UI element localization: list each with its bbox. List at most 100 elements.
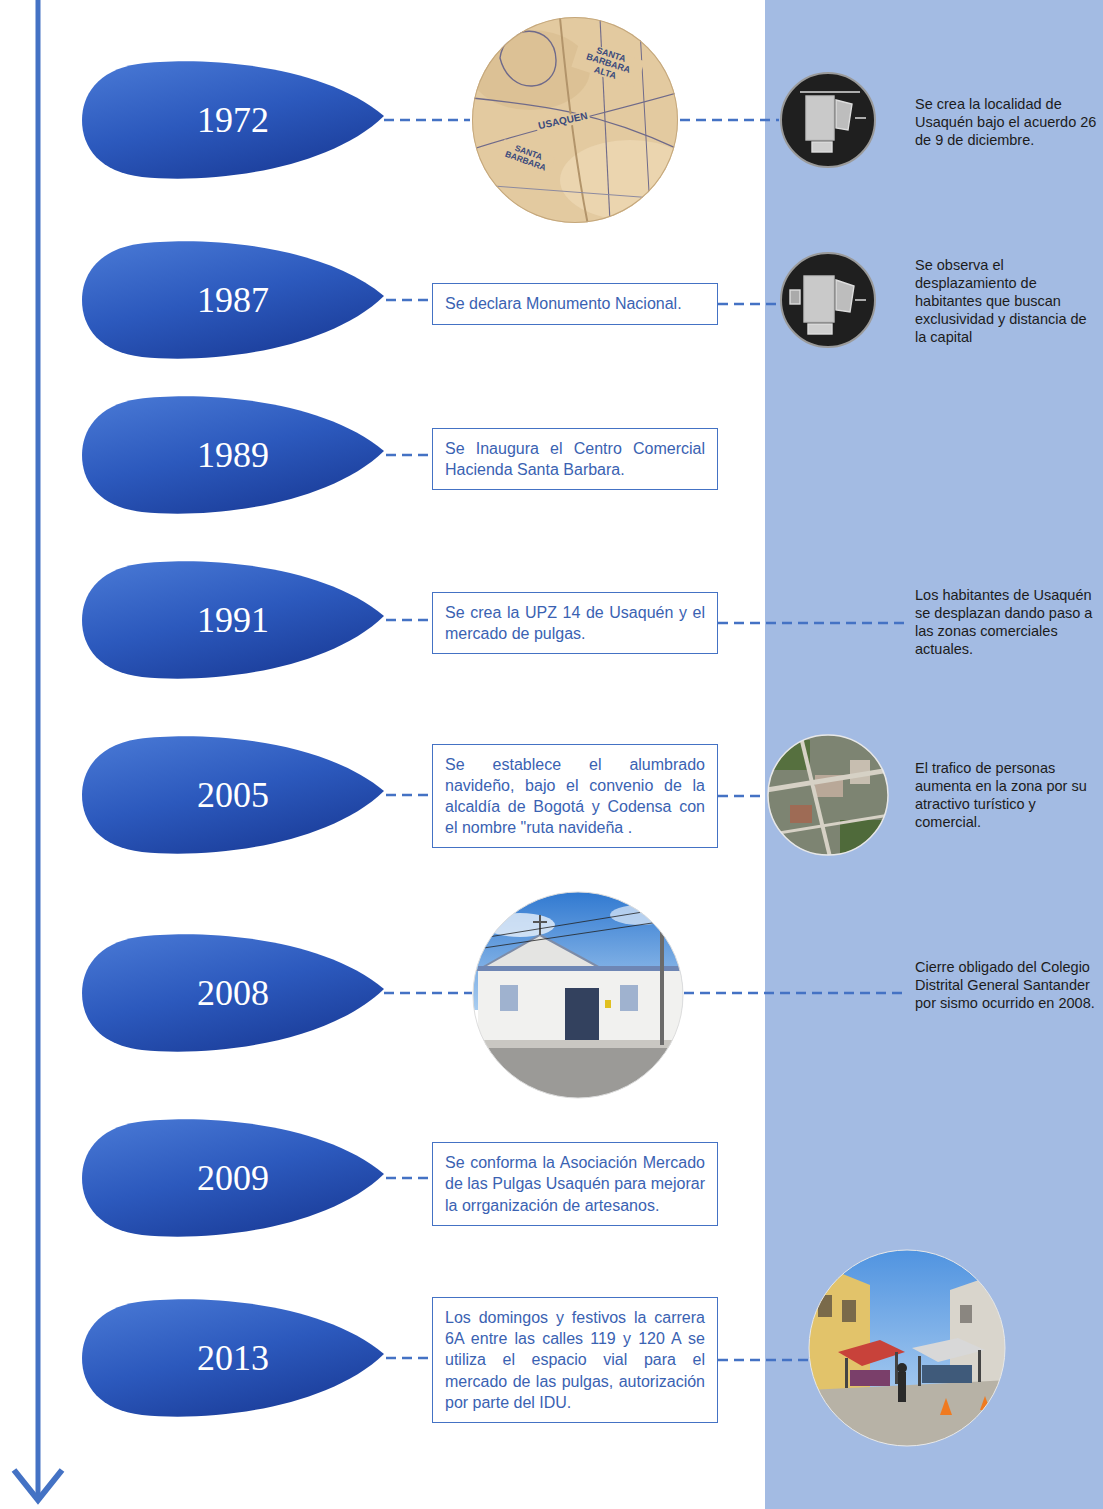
school-photo-part-part	[478, 935, 604, 970]
aerial-photo-part	[766, 733, 890, 857]
school-photo-part-part	[533, 921, 547, 923]
year-label: 2008	[197, 972, 269, 1014]
side-panel	[765, 0, 1103, 1509]
year-drop-shape	[82, 58, 384, 182]
school-photo-part-part	[478, 968, 688, 1048]
year-drop: 1989	[82, 393, 384, 517]
aerial-photo-part-part	[766, 770, 890, 790]
dashed-connector	[386, 794, 432, 797]
dark-plan-1976-part-part	[806, 96, 834, 140]
year-label: 1987	[197, 279, 269, 321]
dashed-connector	[386, 1357, 432, 1360]
flea-market-photo-part	[808, 1248, 1008, 1448]
school-photo-part-part	[470, 905, 686, 940]
year-label: 2009	[197, 1157, 269, 1199]
dark-plan-1988-part-part	[808, 324, 832, 334]
dark-plan-1976-part-part	[800, 91, 860, 92]
school-photo	[470, 890, 688, 1104]
year-drop-shape	[82, 238, 384, 362]
event-text: Se crea la UPZ 14 de Usaquén y el mercad…	[445, 602, 705, 644]
event-text: Se declara Monumento Nacional.	[445, 293, 705, 314]
old-map-photo-part	[560, 18, 588, 225]
dashed-leaders-part	[384, 992, 472, 995]
event-box: Se establece el alumbrado navideño, bajo…	[432, 744, 718, 848]
old-map-photo-part	[500, 31, 556, 86]
dashed-leaders-part	[680, 119, 779, 122]
year-drop: 1972	[82, 58, 384, 182]
aerial-photo-part-part	[766, 733, 890, 857]
map-label: SANTA BARBARA ALTA	[571, 40, 644, 88]
flea-market-photo-part-part	[850, 1370, 890, 1386]
event-note: Los habitantes de Usaquén se desplazan d…	[915, 586, 1098, 659]
school-photo-part-part	[660, 930, 664, 1045]
dashed-connector	[386, 1177, 432, 1180]
old-map-photo-part	[600, 18, 610, 222]
old-map-photo-part	[470, 30, 590, 110]
school-photo-part-part	[500, 985, 518, 1011]
flea-market-photo-part-part	[960, 1305, 972, 1323]
year-label: 1991	[197, 599, 269, 641]
old-map-photo-part	[472, 98, 680, 150]
time-arrow-part	[14, 1470, 62, 1500]
aerial-photo-part-part	[790, 805, 812, 823]
event-box: Se conforma la Asociación Mercado de las…	[432, 1142, 718, 1225]
flea-market-photo-part-part	[808, 1248, 1008, 1448]
event-box: Los domingos y festivos la carrera 6A en…	[432, 1297, 718, 1423]
dashed-leaders-part	[384, 119, 470, 122]
flea-market-photo-part-part	[808, 1380, 1008, 1448]
dashed-leaders-part	[684, 992, 906, 995]
school-photo-part-part	[470, 1040, 686, 1048]
school-photo-part-part	[565, 988, 599, 1048]
year-label: 1972	[197, 99, 269, 141]
dark-plan-1988-part-part	[836, 280, 854, 312]
dark-plan-1988-part	[790, 276, 866, 334]
year-drop-shape	[82, 931, 384, 1055]
dark-plan-1988-part-part	[790, 290, 800, 304]
flea-market-photo-part-part	[898, 1372, 906, 1402]
year-drop-outline	[82, 1299, 384, 1416]
dashed-connector	[386, 454, 432, 457]
year-drop: 1987	[82, 238, 384, 362]
year-drop-shape	[82, 393, 384, 517]
aerial-photo-part-part	[766, 815, 890, 835]
dashed-leaders-part	[718, 1359, 808, 1362]
dark-plan-1976-part	[781, 73, 875, 167]
dashed-leaders	[384, 120, 906, 1360]
dark-plan-1988-part-part	[804, 276, 834, 322]
school-photo-part-part	[605, 1000, 611, 1008]
event-box: Se crea la UPZ 14 de Usaquén y el mercad…	[432, 592, 718, 654]
year-label: 2013	[197, 1337, 269, 1379]
dark-plan-1988-part-part	[855, 299, 866, 300]
flea-market-photo-part-part	[842, 1300, 856, 1322]
aerial-photo-part-part	[800, 733, 830, 857]
aerial-photo-part	[768, 735, 888, 855]
event-note: Se observa el desplazamiento de habitant…	[915, 256, 1098, 347]
event-text: Se conforma la Asociación Mercado de las…	[445, 1152, 705, 1215]
school-photo-part-part	[610, 905, 670, 925]
time-arrow-part	[36, 0, 41, 1496]
flea-market-photo-part-part	[897, 1363, 907, 1373]
school-photo-part-part	[470, 1044, 686, 1104]
year-drop-shape	[82, 1296, 384, 1420]
event-note: El trafico de personas aumenta en la zon…	[915, 759, 1098, 832]
flea-market-photo-part	[809, 1250, 1005, 1446]
year-drop-outline	[82, 934, 384, 1051]
dashed-leaders-part	[718, 622, 906, 625]
year-drop-shape	[82, 558, 384, 682]
event-note: Cierre obligado del Colegio Distrital Ge…	[915, 958, 1098, 1012]
flea-market-photo-part-part	[845, 1358, 848, 1388]
school-photo-part-part	[539, 915, 541, 935]
year-drop: 1991	[82, 558, 384, 682]
dark-plan-1976	[781, 73, 875, 167]
old-map-photo-part	[640, 30, 650, 210]
aerial-photo	[766, 733, 890, 857]
year-drop-shape	[82, 1116, 384, 1240]
flea-market-photo-part-part	[918, 1356, 921, 1386]
dashed-connector	[386, 299, 432, 302]
event-text: Los domingos y festivos la carrera 6A en…	[445, 1307, 705, 1413]
dashed-leaders-part	[718, 303, 779, 306]
